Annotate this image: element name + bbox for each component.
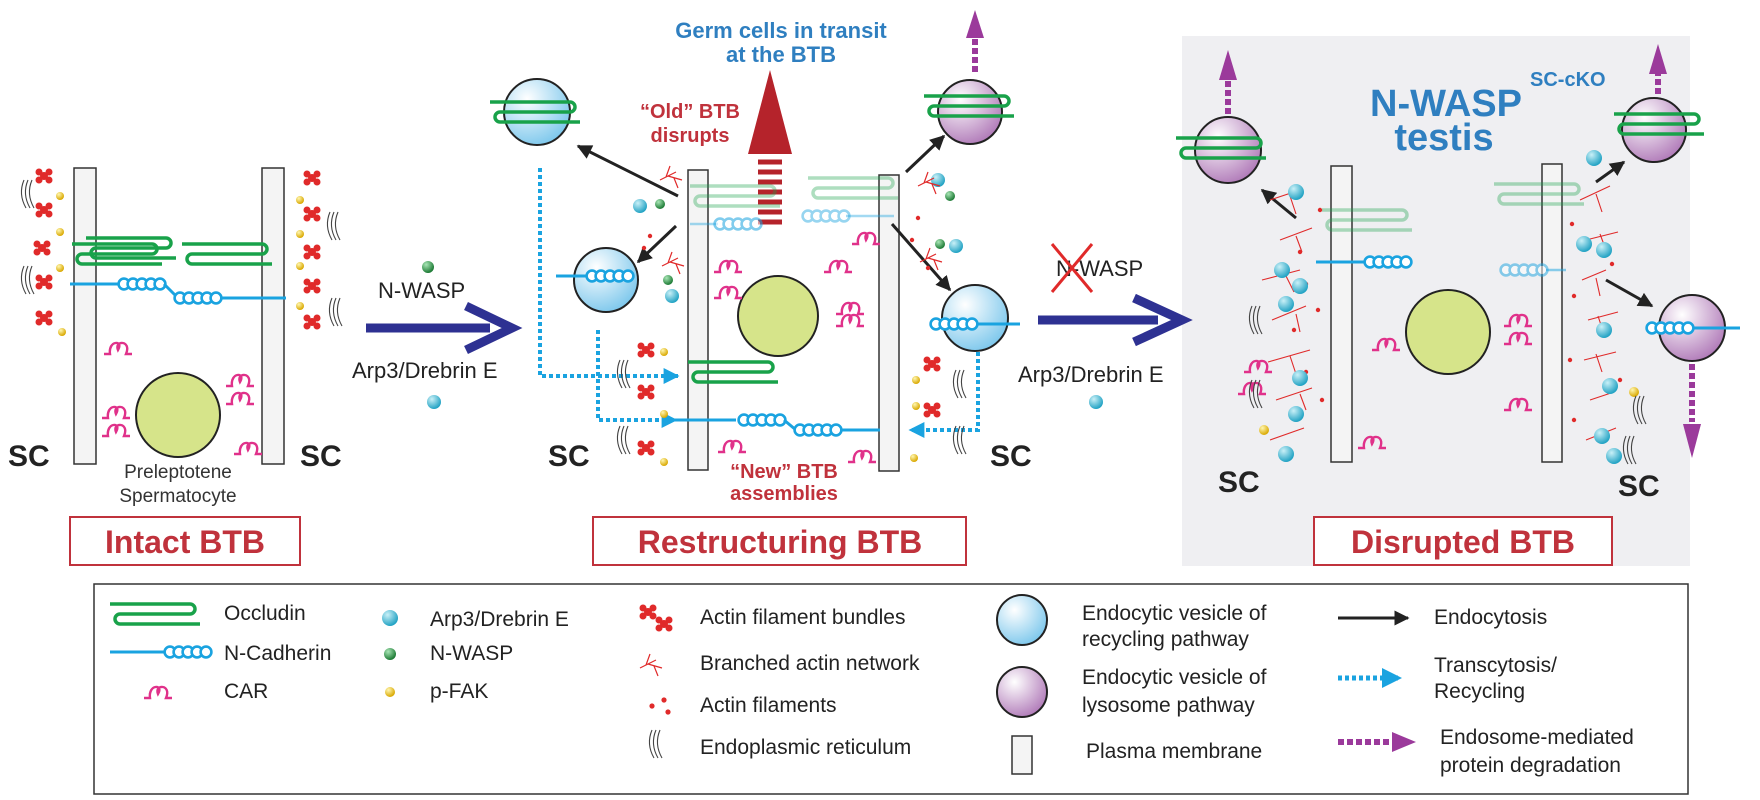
sc-label: SC [300, 440, 342, 473]
legend-recycling: Recycling [1434, 680, 1525, 703]
disrupted-btb-box [1313, 516, 1613, 566]
legend-plasma-membrane-icon [1011, 735, 1033, 775]
plasma-membrane-left [73, 167, 97, 465]
old-btb-label-2: disrupts [651, 125, 730, 147]
legend-actin-bundles: Actin filament bundles [700, 606, 905, 629]
legend-recycling-vesicle-2: recycling pathway [1082, 628, 1249, 651]
legend-plasma-membrane: Plasma membrane [1086, 740, 1262, 763]
legend-recycling-vesicle: Endocytic vesicle of [1082, 602, 1267, 625]
legend-lysosome-vesicle: Endocytic vesicle of [1082, 666, 1267, 689]
legend-occludin: Occludin [224, 602, 306, 625]
restructuring-btb-box [592, 516, 967, 566]
plasma-membrane-right [1541, 163, 1563, 463]
legend-transcytosis: Transcytosis/ [1434, 654, 1557, 677]
intact-btb-box [69, 516, 301, 566]
disrupted-btb-panel: N-WASP SC-cKO testis [1174, 44, 1740, 566]
recycling-vesicle [941, 284, 1009, 352]
testis-label: testis [1394, 117, 1493, 159]
transition-arrow-1: N-WASP Arp3/Drebrin E [352, 261, 523, 409]
arp3-label: Arp3/Drebrin E [352, 358, 498, 383]
legend-er: Endoplasmic reticulum [700, 736, 911, 759]
sc-label: SC [8, 440, 50, 473]
legend-p-fak: p-FAK [430, 680, 488, 703]
nwasp-knockout-label: N-WASP [1056, 256, 1143, 281]
lysosome-vesicle [937, 79, 1003, 145]
legend-arp3: Arp3/Drebrin E [430, 608, 569, 631]
sc-label: SC [1218, 466, 1260, 499]
arp3-label: Arp3/Drebrin E [1018, 362, 1164, 387]
sc-label: SC [990, 440, 1032, 473]
nwasp-superscript: SC-cKO [1530, 69, 1606, 91]
sc-label: SC [548, 440, 590, 473]
legend-car: CAR [224, 680, 268, 703]
upward-red-arrow [748, 70, 792, 154]
plasma-membrane-left [687, 169, 709, 471]
nwasp-title: N-WASP [1370, 83, 1522, 125]
plasma-membrane-right [261, 167, 285, 465]
plasma-membrane-left [1330, 165, 1353, 463]
preleptotene-spermatocyte [135, 372, 221, 458]
legend-branched-actin: Branched actin network [700, 652, 920, 675]
new-btb-label: “New” BTB [730, 461, 838, 483]
germ-cells-label: Germ cells in transit [675, 18, 887, 43]
restructuring-btb-panel: Germ cells in transit at the BTB “Old” B… [488, 10, 1032, 566]
legend-degradation-2: protein degradation [1440, 754, 1621, 777]
restructuring-btb-title: Restructuring BTB [638, 524, 922, 560]
disrupted-btb-title: Disrupted BTB [1351, 524, 1575, 560]
sc-label: SC [1618, 470, 1660, 503]
plasma-membrane-right [878, 174, 900, 472]
legend-n-wasp: N-WASP [430, 642, 513, 665]
lysosome-vesicle [1621, 97, 1687, 163]
spermatocyte-label: Spermatocyte [119, 486, 236, 507]
transition-arrow-2: N-WASP Arp3/Drebrin E [1018, 243, 1193, 409]
legend: Occludin N-Cadherin CAR Arp3/Drebrin E N… [93, 583, 1689, 795]
intact-btb-panel: SC SC Preleptotene Spermatocyte Intact B… [8, 167, 343, 566]
intact-btb-title: Intact BTB [105, 524, 265, 560]
knockout-cross-icon [1050, 243, 1094, 293]
nwasp-label: N-WASP [378, 278, 465, 303]
legend-lysosome-vesicle-2: lysosome pathway [1082, 694, 1255, 717]
legend-recycling-vesicle-icon [996, 594, 1048, 646]
legend-degradation: Endosome-mediated [1440, 726, 1634, 749]
new-btb-label-2: assemblies [730, 483, 838, 505]
legend-actin-filaments: Actin filaments [700, 694, 837, 717]
lysosome-vesicle [1194, 116, 1262, 184]
legend-endocytosis: Endocytosis [1434, 606, 1547, 629]
legend-lysosome-vesicle-icon [996, 666, 1048, 718]
legend-n-cadherin: N-Cadherin [224, 642, 331, 665]
old-btb-label: “Old” BTB [640, 101, 740, 123]
legend-box [93, 583, 1689, 795]
preleptotene-label: Preleptotene [124, 462, 232, 483]
germ-cells-label-2: at the BTB [726, 42, 836, 67]
